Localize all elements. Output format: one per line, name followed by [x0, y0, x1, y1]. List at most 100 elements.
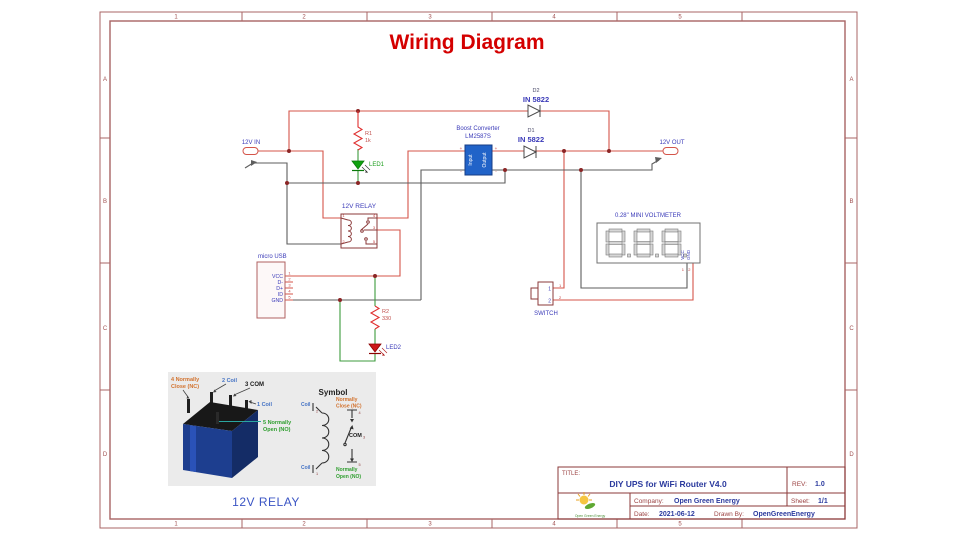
led1-label: LED1 [369, 162, 385, 168]
tb-company-label: Company: [634, 498, 664, 505]
label-12v-out: 12V OUT [659, 140, 684, 146]
switch: 1 2 1 2 SWITCH [530, 281, 562, 317]
tb-rev-value: 1.0 [815, 481, 825, 488]
relay-pin3: 3 [373, 225, 376, 230]
boost-in-minus: - [460, 169, 462, 174]
diode-d1-ref: D1 [527, 128, 534, 134]
diode-d2-ref: D2 [532, 88, 539, 94]
micro-usb: micro USB VCC D- D+ ID GND 1 2 3 4 5 [256, 254, 291, 319]
ruler-top-5: 5 [678, 15, 682, 21]
symbol-no-line2: Open (NO) [336, 474, 361, 480]
diode-d1: D1 IN 5822 [518, 128, 544, 159]
ann-com: 3 COM [245, 382, 264, 388]
boost-out-plus: + [495, 146, 498, 151]
ann-nc-line2: Close (NC) [171, 384, 199, 390]
ruler-left-b: B [103, 199, 107, 205]
switch-pin1-num: 1 [559, 283, 562, 288]
logo-text: Open Green Energy [575, 514, 606, 518]
relay-photo [183, 392, 258, 478]
voltmeter-gnd-label: GND [686, 249, 691, 260]
wires-signal-green [339, 149, 376, 362]
usb-num-2: 2 [288, 277, 291, 282]
resistor-r1: R1 1k [352, 111, 372, 151]
diode-d2: D2 IN 5822 [523, 88, 549, 118]
tb-sheet-value: 1/1 [818, 498, 828, 505]
switch-label: SWITCH [534, 311, 558, 317]
label-12v-in: 12V IN [242, 140, 260, 146]
boost-in-plus: + [460, 146, 463, 151]
symbol-nc-line1: Normally [336, 397, 358, 403]
relay-pin5: 5 [373, 239, 376, 244]
ruler-top-1: 1 [174, 15, 178, 21]
usb-pin-id: ID [278, 292, 283, 298]
usb-label: micro USB [258, 254, 287, 260]
page-title: Wiring Diagram [390, 31, 545, 54]
relay-annotations: 4 Normally Close (NC) 2 Coil 3 COM 1 Coi… [171, 377, 292, 433]
tb-title-label: TITLE: [562, 471, 580, 477]
switch-pin2-label: 2 [548, 299, 551, 305]
ruler-bottom-4: 4 [552, 522, 556, 528]
boost-label-2: LM2587S [465, 134, 491, 140]
relay-symbol: Symbol Coil Coil Normally Close (NC) COM… [301, 388, 365, 480]
led2: LED2 [368, 343, 402, 356]
r1-ref: R1 [365, 131, 372, 137]
ruler-right-b: B [849, 199, 853, 205]
relay-schematic: 12V RELAY 1 2 4 3 5 [340, 203, 378, 249]
ruler-left-c: C [103, 326, 108, 332]
symbol-num-1: 1 [316, 472, 318, 476]
ann-nc-line1: 4 Normally [171, 377, 200, 383]
tb-drawn-value: OpenGreenEnergy [753, 511, 815, 518]
r2-value: 330 [382, 316, 391, 322]
switch-pin1-label: 1 [548, 287, 551, 293]
led1: LED1 [351, 160, 385, 173]
relay-panel: 4 Normally Close (NC) 2 Coil 3 COM 1 Coi… [168, 372, 376, 509]
relay-label: 12V RELAY [342, 203, 377, 210]
symbol-num-2: 2 [316, 410, 318, 414]
voltmeter: 0.28" MINI VOLTMETER VCC GND 1 2 [596, 213, 701, 272]
symbol-num-4: 4 [358, 411, 360, 415]
connector-12v-out: 12V OUT [659, 140, 685, 155]
relay-pin2: 2 [342, 239, 345, 244]
ruler-bottom-1: 1 [174, 522, 178, 528]
relay-pin4: 4 [373, 213, 376, 218]
relay-pin1: 1 [342, 213, 345, 218]
voltmeter-pin1-num: 1 [682, 267, 685, 272]
ann-no-line2: Open (NO) [263, 427, 291, 433]
ann-no-line1: 5 Normally [263, 420, 292, 426]
ruler-bottom-5: 5 [678, 522, 682, 528]
voltmeter-vcc-label: VCC [680, 250, 685, 260]
switch-pin2-num: 2 [559, 295, 562, 300]
voltmeter-digits [605, 228, 687, 258]
ruler-right-d: D [849, 452, 854, 458]
boost-out-minus: - [495, 169, 497, 174]
boost-converter: Boost Converter LM2587S Input Output + -… [456, 126, 500, 176]
usb-num-5: 5 [288, 295, 291, 300]
diode-d2-part: IN 5822 [523, 95, 549, 104]
boost-output-text: Output [482, 152, 488, 168]
connector-12v-in: 12V IN [242, 140, 260, 155]
ground-pin-arrows [251, 157, 662, 166]
usb-pin-gnd: GND [271, 298, 283, 304]
ruler-top-4: 4 [552, 15, 556, 21]
usb-num-3: 3 [288, 283, 291, 288]
junction-dots [285, 109, 611, 302]
company-logo: Open Green Energy [575, 492, 606, 518]
ruler-left-a: A [103, 77, 107, 83]
ruler-left-d: D [103, 452, 108, 458]
ann-coil2: 2 Coil [222, 378, 237, 384]
symbol-no-line1: Normally [336, 467, 358, 473]
symbol-com: COM [349, 433, 362, 439]
ruler-labels: 1 2 3 4 5 1 2 3 4 5 A B C D A B C D [103, 15, 855, 528]
usb-num-1: 1 [288, 271, 291, 276]
ruler-top-2: 2 [302, 15, 306, 21]
ruler-right-a: A [849, 77, 853, 83]
voltmeter-label: 0.28" MINI VOLTMETER [615, 213, 682, 219]
r2-ref: R2 [382, 309, 389, 315]
symbol-nc-line2: Close (NC) [336, 404, 362, 410]
usb-pin-dminus: D- [278, 280, 284, 286]
boost-label-1: Boost Converter [456, 126, 499, 132]
tb-sheet-label: Sheet: [791, 498, 810, 505]
tb-drawn-label: Drawn By: [714, 511, 744, 518]
symbol-coil-bottom: Coil [301, 465, 311, 471]
usb-num-4: 4 [288, 289, 291, 294]
